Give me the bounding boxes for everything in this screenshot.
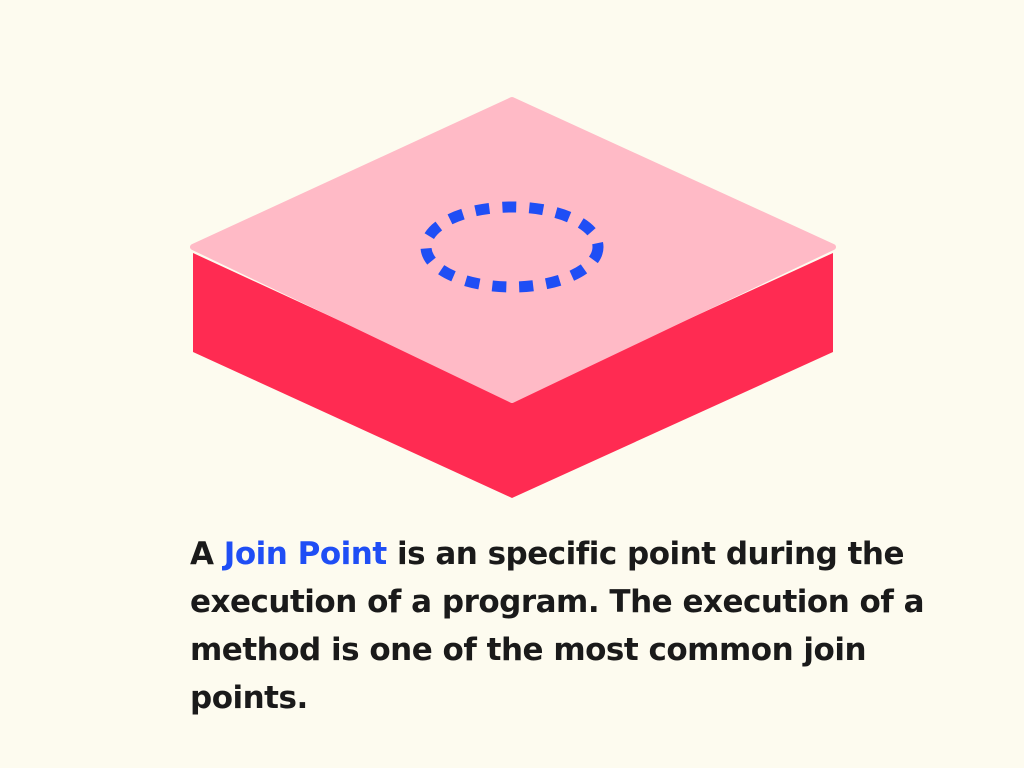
isometric-block	[190, 97, 836, 498]
caption-rest: is an specific point during the executio…	[190, 536, 925, 716]
block-top-face	[190, 97, 836, 403]
join-point-description: A Join Point is an specific point during…	[190, 530, 950, 722]
join-point-ring	[420, 201, 604, 293]
block-left-face	[193, 253, 512, 498]
join-point-term: Join Point	[223, 536, 387, 572]
caption-prefix: A	[190, 536, 224, 572]
block-right-face	[512, 253, 833, 498]
